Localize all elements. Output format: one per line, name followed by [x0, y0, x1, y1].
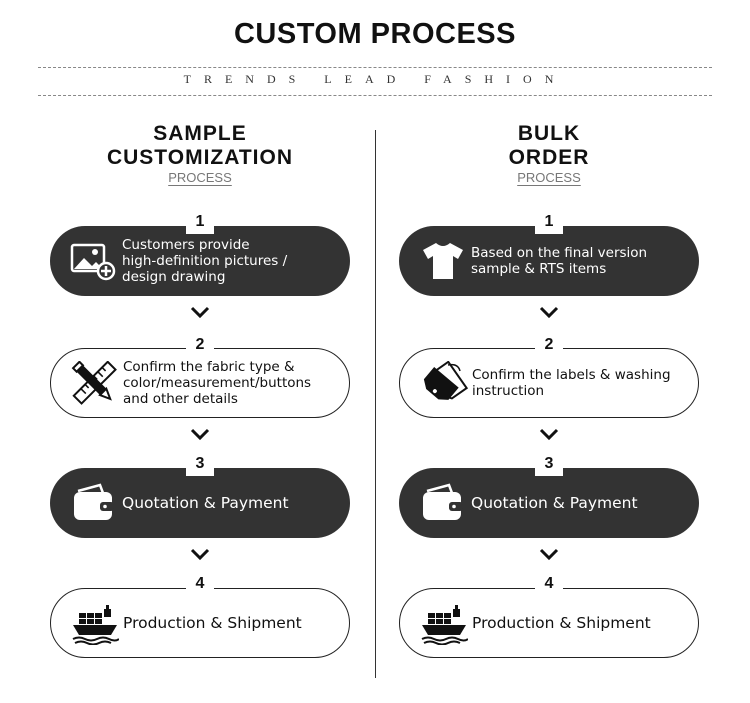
wallet-icon: [74, 483, 114, 520]
pencil-ruler-icon: [71, 361, 117, 405]
chevron-down-icon: [190, 548, 210, 561]
chevron-down-icon: [539, 428, 559, 441]
step-number: 1: [186, 210, 214, 234]
column-divider: [375, 130, 376, 678]
step-number: 2: [535, 333, 563, 357]
step-text: Quotation & Payment: [122, 494, 289, 512]
step-text: Confirm the labels & washing instruction: [472, 367, 671, 399]
column-subheading: PROCESS: [168, 170, 232, 185]
step-1-card: Customers provide high-definition pictur…: [50, 226, 350, 296]
step-3-card: Quotation & Payment: [50, 468, 350, 538]
tshirt-icon: [423, 243, 463, 279]
column-heading: BULK ORDER: [508, 122, 590, 169]
chevron-down-icon: [190, 428, 210, 441]
step-text: Production & Shipment: [472, 614, 651, 632]
cargo-ship-icon: [72, 605, 119, 645]
column-heading: SAMPLE CUSTOMIZATION: [106, 122, 294, 169]
chevron-down-icon: [190, 306, 210, 319]
step-text: Production & Shipment: [123, 614, 302, 632]
hang-tag-icon: [423, 361, 468, 400]
step-number: 2: [186, 333, 214, 357]
step-4-card: Production & Shipment: [399, 588, 699, 658]
step-2-card: Confirm the labels & washing instruction: [399, 348, 699, 418]
image-add-icon: [70, 243, 116, 281]
tagline: TRENDS LEAD FASHION: [183, 72, 567, 86]
step-2-card: Confirm the fabric type & color/measurem…: [50, 348, 350, 418]
step-text: Confirm the fabric type & color/measurem…: [123, 359, 312, 407]
step-number: 3: [186, 452, 214, 476]
chevron-down-icon: [539, 306, 559, 319]
step-1-card: Based on the final version sample & RTS …: [399, 226, 699, 296]
dashed-rule-top: [38, 67, 712, 68]
step-number: 1: [535, 210, 563, 234]
column-subheading: PROCESS: [517, 170, 581, 185]
step-text: Based on the final version sample & RTS …: [471, 245, 648, 277]
step-number: 4: [186, 572, 214, 596]
dashed-rule-bottom: [38, 95, 712, 96]
cargo-ship-icon: [421, 605, 468, 645]
step-text: Customers provide high-definition pictur…: [122, 237, 288, 285]
step-4-card: Production & Shipment: [50, 588, 350, 658]
step-3-card: Quotation & Payment: [399, 468, 699, 538]
step-text: Quotation & Payment: [471, 494, 638, 512]
page-title: CUSTOM PROCESS: [233, 18, 516, 50]
step-number: 3: [535, 452, 563, 476]
chevron-down-icon: [539, 548, 559, 561]
wallet-icon: [423, 483, 463, 520]
step-number: 4: [535, 572, 563, 596]
